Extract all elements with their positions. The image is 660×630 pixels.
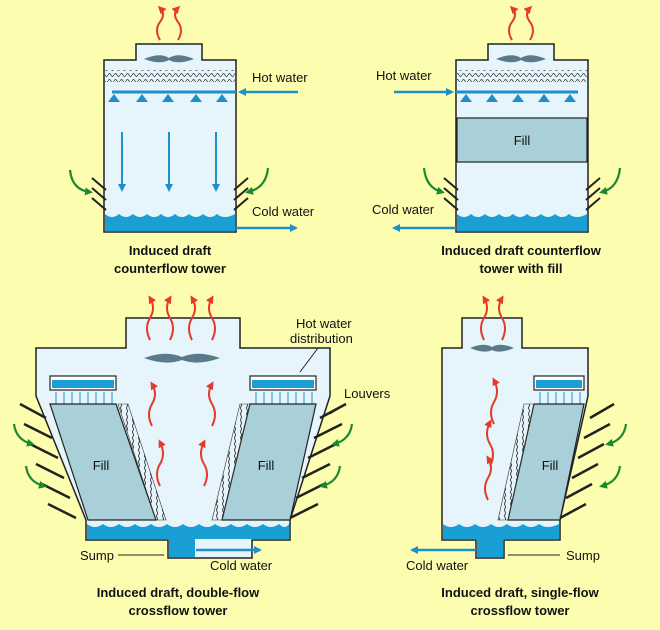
sump <box>169 539 195 557</box>
fill-label: Fill <box>93 458 110 473</box>
caption-line2: crossflow tower <box>471 603 570 618</box>
fill-media <box>456 117 588 163</box>
drip-lines <box>55 392 313 404</box>
fill-label: Fill <box>258 458 275 473</box>
vapor-arrows <box>508 5 534 41</box>
caption-line1: Induced draft <box>129 243 212 258</box>
air-inlet-arrow <box>245 167 270 195</box>
falling-water-arrows <box>118 132 220 192</box>
caption-line2: counterflow tower <box>114 261 226 276</box>
louvers <box>443 177 601 211</box>
drift-eliminator <box>117 403 167 521</box>
sump-label: Sump <box>80 548 114 563</box>
fill-label: Fill <box>514 133 531 148</box>
panel-single-flow-crossflow: Fill Sump Cold water Induced draft, sing… <box>406 295 628 618</box>
drift-eliminator <box>457 70 587 82</box>
panel-double-flow-crossflow: Fill Fill <box>12 295 391 618</box>
spray-nozzles <box>108 94 228 102</box>
drip-lines <box>539 392 581 404</box>
basin-water <box>105 214 235 231</box>
vapor-arrows <box>480 295 506 501</box>
caption-line2: tower with fill <box>479 261 562 276</box>
sump <box>477 539 503 557</box>
drift-eliminator <box>497 403 535 521</box>
vapor-arrows <box>146 295 216 487</box>
fill-label: Fill <box>542 458 559 473</box>
fan-icon <box>144 55 194 63</box>
hot-water-label: Hot water <box>252 70 308 85</box>
air-inlet-arrow <box>599 167 622 195</box>
leader-line <box>299 347 319 373</box>
sump-label: Sump <box>566 548 600 563</box>
air-inlet-arrows <box>12 423 354 489</box>
air-inlet-arrows <box>599 423 628 489</box>
caption-line1: Induced draft, double-flow <box>97 585 260 600</box>
drift-eliminator <box>105 70 235 82</box>
cold-water-label: Cold water <box>210 558 273 573</box>
air-inlet-arrow <box>422 167 445 195</box>
distribution-label: distribution <box>290 331 353 346</box>
basin-water <box>457 214 587 231</box>
caption-line1: Induced draft, single-flow <box>441 585 599 600</box>
spray-nozzles <box>460 94 576 102</box>
air-inlet-arrow <box>68 169 93 196</box>
fan-icon <box>470 344 514 352</box>
louvers-label: Louvers <box>344 386 391 401</box>
caption-line1: Induced draft counterflow <box>441 243 602 258</box>
vapor-arrows <box>156 5 182 41</box>
cold-water-label: Cold water <box>372 202 435 217</box>
basin-water <box>443 524 559 539</box>
fan-icon <box>496 55 546 63</box>
fan-icon <box>144 353 220 363</box>
caption-line2: crossflow tower <box>129 603 228 618</box>
leader-line <box>329 403 347 415</box>
drift-eliminator <box>211 403 251 521</box>
basin-water <box>87 524 289 539</box>
cold-water-label: Cold water <box>252 204 315 219</box>
louvers <box>559 402 615 520</box>
hot-water-label: Hot water <box>296 316 352 331</box>
panel-counterflow-fill: Hot water Fill Cold water Induced draft … <box>372 5 622 276</box>
cold-water-label: Cold water <box>406 558 469 573</box>
hot-water-label: Hot water <box>376 68 432 83</box>
panel-counterflow: Hot water Cold water Induced draft count… <box>68 5 315 276</box>
